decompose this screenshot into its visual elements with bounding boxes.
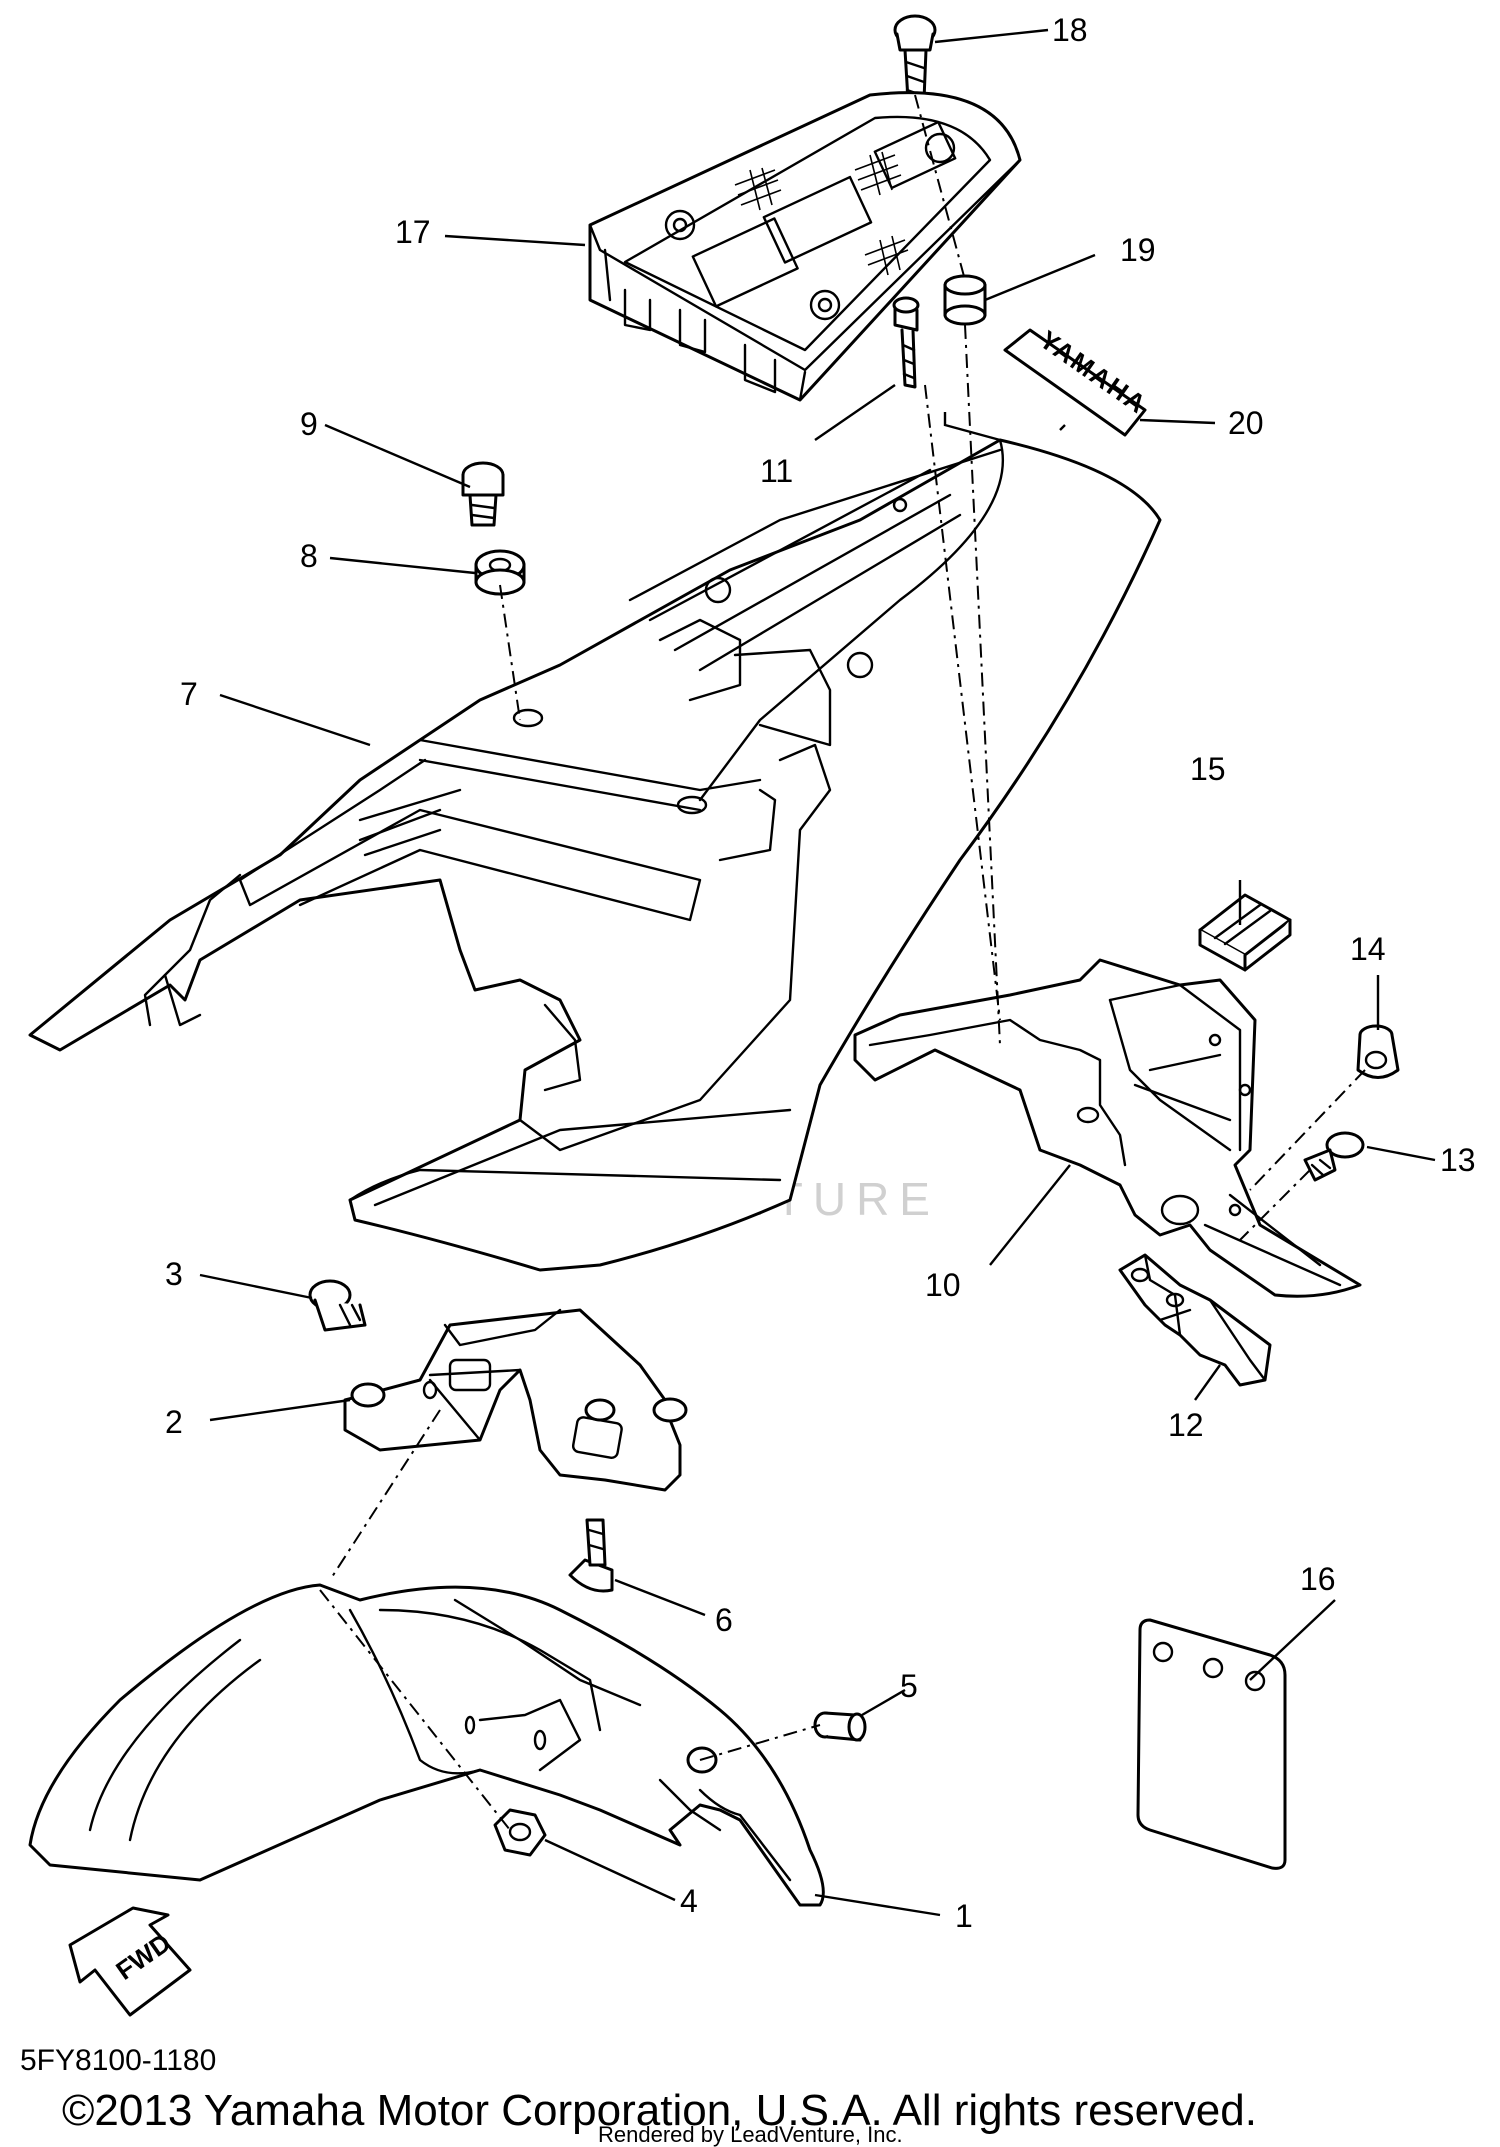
part-9-bolt: [461, 461, 505, 527]
leader-12: [1194, 1364, 1221, 1401]
callout-3: 3: [165, 1256, 183, 1292]
part-3-screw: [308, 1279, 367, 1332]
part-14-grommet: [1356, 1024, 1400, 1079]
part-19-grommet: [943, 274, 987, 326]
part-13-bolt: [1303, 1131, 1365, 1182]
rendered-by-text: Rendered by LeadVenture, Inc.: [598, 2122, 903, 2147]
callout-8: 8: [300, 538, 318, 574]
callout-14: 14: [1350, 931, 1386, 967]
part-15-pad: [1198, 893, 1292, 972]
part-17-carrier: [588, 91, 1022, 402]
callout-11: 11: [760, 453, 793, 489]
callout-15: 15: [1190, 751, 1226, 787]
leader-20b: [1059, 424, 1066, 431]
part-4-nut: [493, 1808, 547, 1857]
leader-17: [444, 234, 586, 247]
leader-11: [814, 384, 896, 441]
part-18-screw: [893, 14, 937, 102]
part-6-bolt: [568, 1518, 614, 1593]
callout-4: 4: [680, 1883, 698, 1919]
part-16-plate: [1136, 1618, 1287, 1870]
callout-19: 19: [1120, 232, 1156, 268]
callout-12: 12: [1168, 1407, 1204, 1443]
callout-17: 17: [395, 214, 431, 250]
callout-16: 16: [1300, 1561, 1336, 1597]
part-11-bolt: [892, 296, 920, 389]
fwd-arrow-icon: [68, 1906, 192, 2017]
callout-13: 13: [1440, 1142, 1476, 1178]
leader-6: [614, 1578, 706, 1617]
part-10-bracket: [853, 958, 1362, 1298]
leader-19: [984, 253, 1096, 302]
leader-7: [219, 693, 371, 747]
callout-1: 1: [955, 1898, 973, 1934]
callout-10: 10: [925, 1267, 961, 1303]
leader-3: [199, 1273, 313, 1300]
leader-20: [1139, 418, 1216, 425]
part-1-front-fender: [28, 1583, 825, 1907]
leader-18: [934, 28, 1049, 44]
callout-7: 7: [180, 676, 198, 712]
part-20-decal: YAMAHA: [1003, 324, 1153, 437]
leader-16: [1249, 1599, 1336, 1681]
leader-13: [1366, 1145, 1436, 1162]
part-5-grommet: [813, 1711, 867, 1742]
callout-20: 20: [1228, 405, 1264, 441]
callout-numbers: 18 17 19 20 11 9 8 7 15 14 13 10 12 16 3…: [165, 12, 1476, 1934]
callout-5: 5: [900, 1668, 918, 1704]
leader-10: [989, 1164, 1071, 1266]
callout-18: 18: [1052, 12, 1088, 48]
callout-6: 6: [715, 1602, 733, 1638]
assembly-lines: [319, 94, 1366, 1831]
callout-9: 9: [300, 406, 318, 442]
leader-1: [814, 1893, 941, 1917]
diagram-code: 5FY8100-1180: [20, 2044, 216, 2077]
part-2-bracket: [343, 1308, 688, 1492]
leader-2: [209, 1398, 351, 1422]
part-8-grommet: [474, 549, 526, 596]
leader-4: [544, 1838, 676, 1902]
part-12-clip: [1118, 1253, 1272, 1387]
leader-9: [324, 423, 471, 489]
leader-lines: [199, 28, 1436, 1917]
leader-8: [329, 556, 476, 575]
callout-2: 2: [165, 1404, 183, 1440]
part-7-rear-fender: [28, 438, 1162, 1272]
copyright-text: ©2013 Yamaha Motor Corporation, U.S.A. A…: [62, 2086, 1257, 2135]
leader-5: [861, 1688, 906, 1717]
fwd-arrow: FWD: [68, 1906, 192, 2017]
